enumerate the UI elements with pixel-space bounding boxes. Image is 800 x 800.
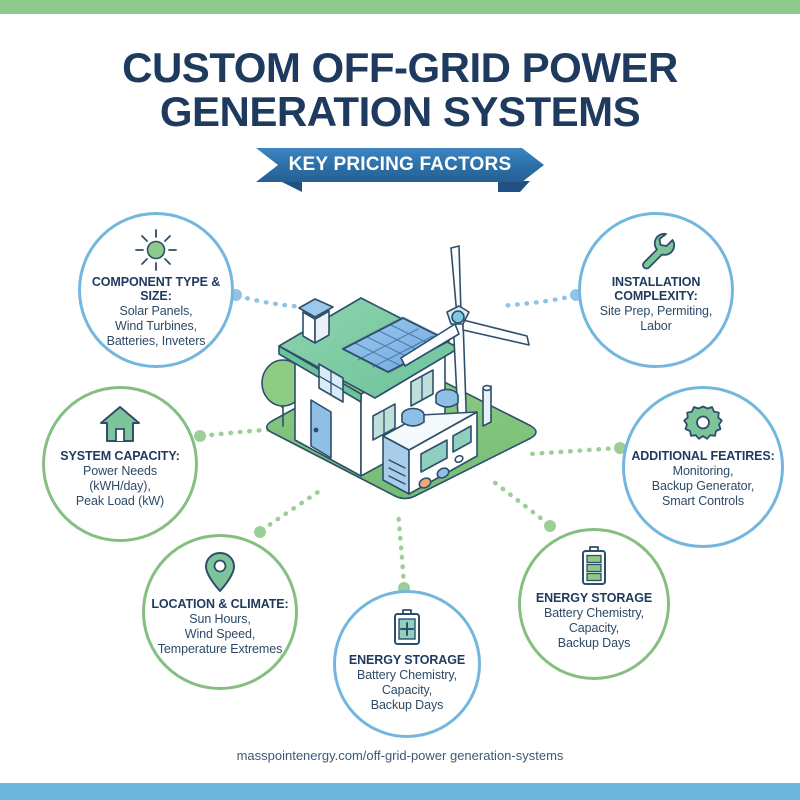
- top-accent-bar: [0, 0, 800, 14]
- factor-title: ENERGY STORAGE: [535, 591, 653, 605]
- factor-bubble-location-climate[interactable]: LOCATION & CLIMATE: Sun Hours,Wind Speed…: [142, 534, 298, 690]
- factor-title: LOCATION & CLIMATE:: [151, 597, 289, 611]
- battery-plus-icon: [391, 607, 423, 649]
- footer-url[interactable]: masspointenergy.com/off-grid-power gener…: [236, 748, 564, 763]
- factor-body: Solar Panels,Wind Turbines,Batteries, In…: [106, 304, 206, 348]
- title-line-2: GENERATION SYSTEMS: [159, 88, 641, 135]
- page-title: CUSTOM OFF-GRID POWER GENERATION SYSTEMS: [0, 46, 800, 134]
- ribbon-body: [256, 148, 544, 182]
- factor-bubble-energy-storage-center[interactable]: ENERGY STORAGE Battery Chemistry,Capacit…: [333, 590, 481, 738]
- factor-bubble-energy-storage-right[interactable]: ENERGY STORAGE Battery Chemistry,Capacit…: [518, 528, 670, 680]
- factor-body: Battery Chemistry,Capacity,Backup Days: [543, 606, 645, 650]
- factor-title: SYSTEM CAPACITY:: [60, 449, 180, 463]
- factor-body: Site Prep, Permiting,Labor: [599, 304, 713, 333]
- ribbon-banner: KEY PRICING FACTORS: [0, 148, 800, 196]
- ribbon-label: KEY PRICING FACTORS: [288, 154, 512, 175]
- sun-icon: [134, 229, 178, 271]
- factor-title: ADDITIONAL FEATIRES:: [631, 449, 775, 463]
- factor-body: Monitoring,Backup Generator,Smart Contro…: [651, 464, 755, 508]
- factor-bubble-additional-features[interactable]: ADDITIONAL FEATIRES: Monitoring,Backup G…: [622, 386, 784, 548]
- factor-body: Power Needs(kWH/day),Peak Load (kW): [75, 464, 165, 508]
- factor-body: Battery Chemistry,Capacity,Backup Days: [356, 668, 458, 712]
- factor-body: Sun Hours,Wind Speed,Temperature Extreme…: [157, 612, 283, 656]
- factor-bubble-system-capacity[interactable]: SYSTEM CAPACITY: Power Needs(kWH/day),Pe…: [42, 386, 198, 542]
- title-line-1: CUSTOM OFF-GRID POWER: [122, 44, 678, 91]
- factor-title: COMPONENT TYPE & SIZE:: [91, 275, 221, 303]
- factor-title: ENERGY STORAGE: [348, 653, 466, 667]
- house-icon: [99, 403, 141, 445]
- ribbon-tail-right: [498, 181, 530, 192]
- factor-bubble-component-type-size[interactable]: COMPONENT TYPE & SIZE: Solar Panels,Wind…: [78, 212, 234, 368]
- map-pin-icon: [204, 551, 236, 593]
- wrench-icon: [636, 229, 676, 271]
- gear-icon: [682, 403, 724, 445]
- off-grid-house-illustration: [261, 245, 537, 500]
- battery-bars-icon: [579, 545, 609, 587]
- bottom-accent-bar: [0, 783, 800, 800]
